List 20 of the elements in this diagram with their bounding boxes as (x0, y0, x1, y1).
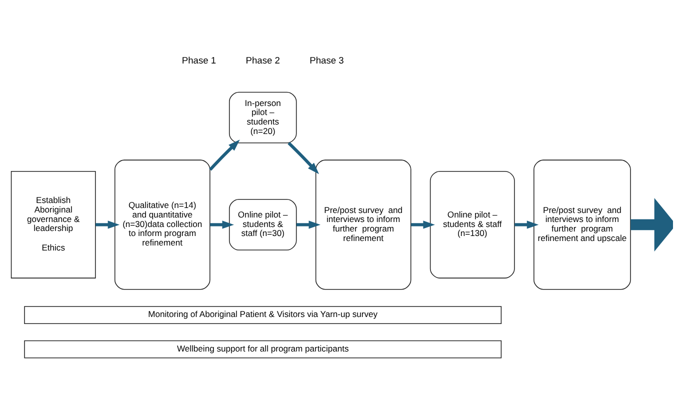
node-box: Pre/post survey and interviews to inform further program refinement and upscale (534, 160, 631, 290)
node-box: Pre/post survey and interviews to inform further program refinement (315, 160, 412, 290)
label: Phase 3 (310, 56, 344, 66)
arrow (209, 140, 240, 171)
arrow (296, 220, 320, 229)
arrow (210, 220, 234, 229)
node-box: Establish Aboriginal governance & leadership Ethics (10, 170, 96, 278)
arrow (96, 220, 120, 229)
node-box: Online pilot – students & staff (n=130) (430, 170, 515, 278)
node-box: Qualitative (n=14) and quantitative (n=30)data collection to inform program refinement (114, 160, 210, 290)
arrow (288, 142, 320, 174)
label: Phase 1 (182, 56, 216, 66)
arrow (411, 220, 435, 229)
arrow (630, 198, 673, 252)
node-box: Monitoring of Aboriginal Patient & Visitors via Yarn-up survey (24, 306, 502, 324)
node-box: Online pilot – students & staff (n=30) (228, 199, 297, 250)
label: Phase 2 (246, 56, 280, 66)
node-box: In-person pilot – students (n=20) (228, 92, 297, 144)
arrow (514, 220, 539, 229)
node-box: Wellbeing support for all program participants (24, 340, 502, 358)
